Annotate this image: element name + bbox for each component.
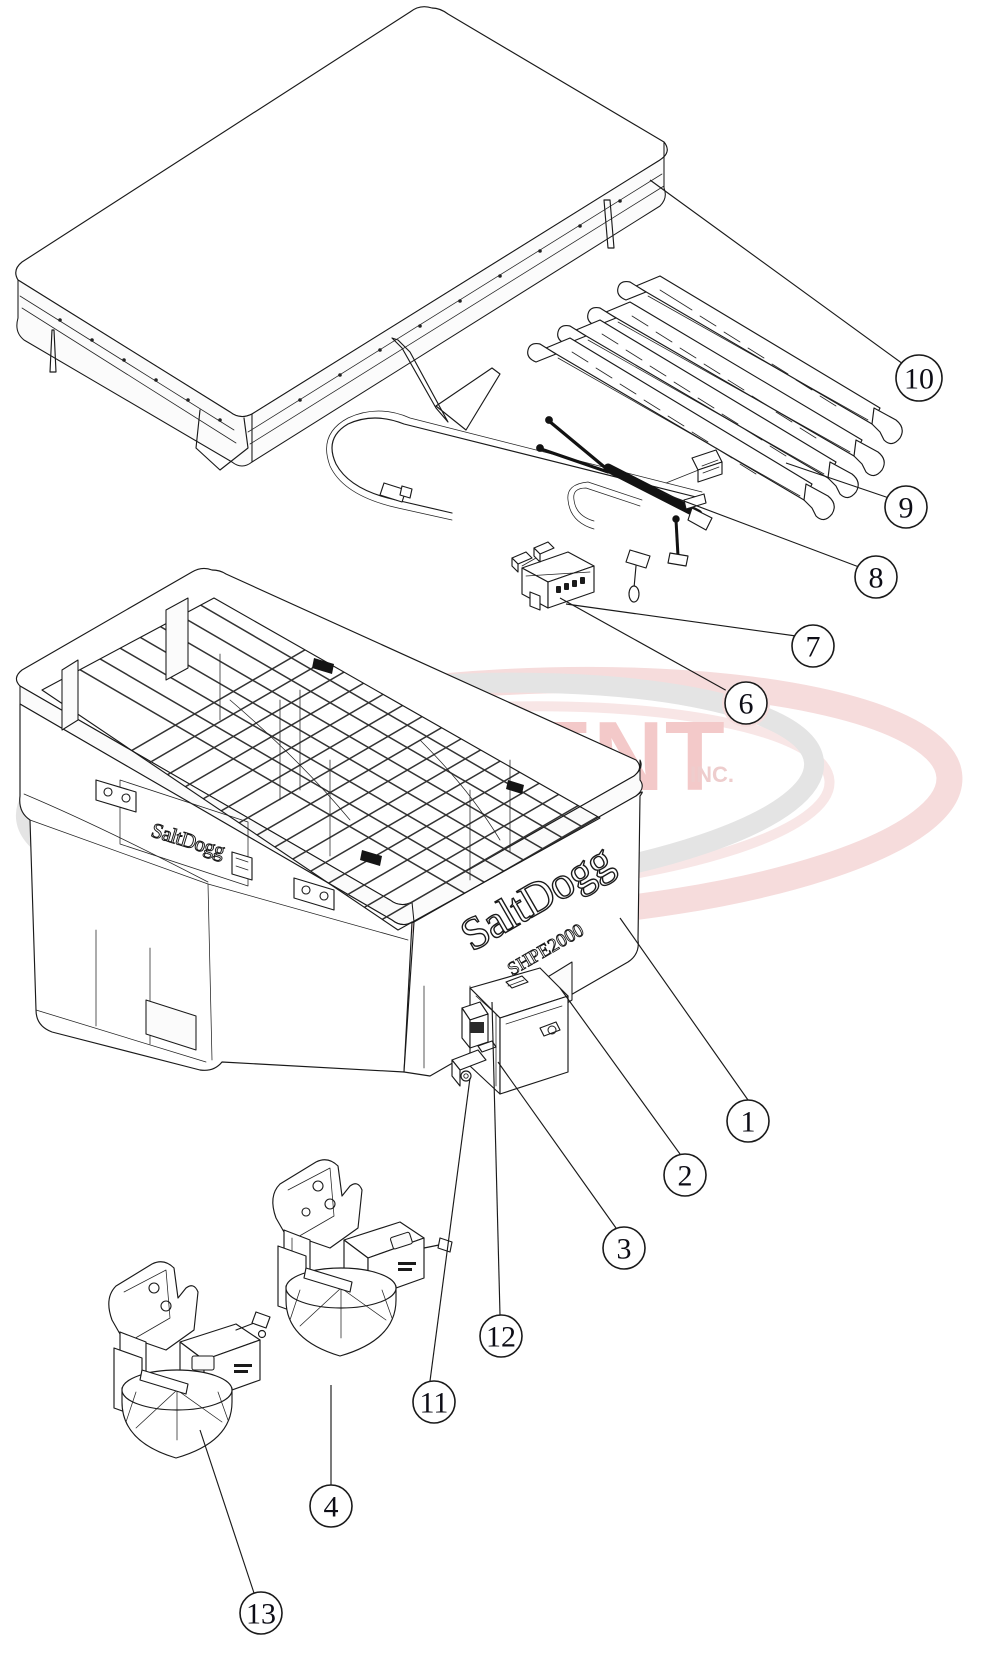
tarp-hem-rail-left2 bbox=[21, 307, 237, 444]
tarp-strap-d bbox=[195, 409, 249, 471]
callout-2[interactable]: 2 bbox=[559, 987, 707, 1197]
callout-13[interactable]: 13 bbox=[199, 1429, 283, 1635]
screen-support-posts bbox=[61, 597, 511, 881]
harness-branch-2 bbox=[539, 447, 610, 474]
callout-leader-8 bbox=[659, 491, 860, 568]
callout-4[interactable]: 4 bbox=[309, 1385, 353, 1528]
callout-6[interactable]: 6 bbox=[559, 597, 770, 727]
hopper-rim-edge-right bbox=[411, 759, 643, 923]
harness-relay-block bbox=[691, 449, 723, 483]
callout-leader-9 bbox=[785, 462, 890, 499]
callout-8[interactable]: 8 bbox=[659, 491, 898, 599]
harness-end-connector bbox=[379, 482, 407, 503]
tarp-strap-c bbox=[435, 367, 501, 431]
hopper-latch bbox=[231, 851, 253, 881]
callout-leader-7 bbox=[565, 603, 797, 637]
callout-label-6: 6 bbox=[739, 688, 754, 721]
callout-circle-9[interactable] bbox=[884, 485, 928, 529]
strap-group-4 bbox=[527, 337, 835, 521]
callout-circle-11[interactable] bbox=[412, 1380, 456, 1424]
tarp-left-band bbox=[16, 279, 253, 467]
callout-leader-13 bbox=[199, 1429, 255, 1594]
strap-group-3 bbox=[557, 319, 859, 499]
tarp-hem-rail-right2 bbox=[249, 185, 665, 445]
watermark-inc: INC. bbox=[690, 762, 734, 787]
callout-1[interactable]: 1 bbox=[619, 917, 770, 1143]
tarp-eyelets bbox=[58, 199, 622, 422]
hopper-hook-bracket-1 bbox=[95, 779, 137, 813]
screen-frame bbox=[41, 597, 601, 931]
callout-leader-11 bbox=[429, 1077, 471, 1382]
spinner-motor-label bbox=[398, 1262, 416, 1271]
callout-11[interactable]: 11 bbox=[412, 1077, 471, 1424]
callout-leader-12 bbox=[491, 1001, 501, 1316]
callout-label-3: 3 bbox=[617, 1233, 632, 1266]
spinner-alt-bracket bbox=[108, 1261, 199, 1351]
callout-label-12: 12 bbox=[486, 1321, 516, 1354]
callout-circle-3[interactable] bbox=[602, 1226, 646, 1270]
tarp-hem-rail-right bbox=[247, 173, 663, 433]
control-module-connector-b bbox=[533, 541, 555, 563]
spinner-bracket-yoke bbox=[272, 1159, 363, 1249]
tarp-strap-b bbox=[391, 337, 449, 423]
control-module-connector-a bbox=[511, 551, 533, 573]
hopper-front-panel bbox=[403, 791, 643, 1077]
hopper-hook-bracket-2 bbox=[293, 877, 335, 911]
callout-leader-10 bbox=[649, 179, 904, 365]
callout-circle-1[interactable] bbox=[726, 1099, 770, 1143]
callout-leader-6 bbox=[559, 597, 730, 693]
hopper-discharge-opening bbox=[145, 999, 197, 1051]
harness-cable-loop-2 bbox=[326, 410, 703, 521]
callout-circle-13[interactable] bbox=[239, 1591, 283, 1635]
callout-7[interactable]: 7 bbox=[565, 603, 835, 668]
callout-label-11: 11 bbox=[420, 1387, 449, 1420]
callout-circle-6[interactable] bbox=[724, 681, 768, 725]
callout-leader-2 bbox=[559, 987, 681, 1155]
callout-label-13: 13 bbox=[246, 1598, 276, 1631]
screen-clamp-3 bbox=[506, 780, 524, 794]
harness-trunk bbox=[603, 463, 703, 519]
control-module-plug bbox=[529, 591, 541, 611]
callout-circle-10[interactable] bbox=[895, 354, 943, 402]
callout-12[interactable]: 12 bbox=[479, 1001, 523, 1358]
callout-10[interactable]: 10 bbox=[649, 179, 943, 402]
callout-leader-1 bbox=[619, 917, 749, 1101]
screen-clamp-1 bbox=[312, 658, 334, 674]
callout-circle-12[interactable] bbox=[479, 1314, 523, 1358]
harness-cable-loop bbox=[331, 417, 701, 514]
tarp-strap-a bbox=[49, 329, 57, 373]
callout-circle-7[interactable] bbox=[791, 624, 835, 668]
callout-label-1: 1 bbox=[741, 1106, 756, 1139]
callout-circle-8[interactable] bbox=[854, 555, 898, 599]
strap-group-1 bbox=[617, 275, 903, 445]
callout-circle-2[interactable] bbox=[663, 1153, 707, 1197]
callout-leader-3 bbox=[497, 1061, 617, 1229]
screen-clamp-2 bbox=[360, 850, 382, 866]
callout-circle-4[interactable] bbox=[309, 1484, 353, 1528]
callout-label-4: 4 bbox=[324, 1491, 339, 1524]
control-module-side bbox=[547, 565, 595, 609]
callout-label-2: 2 bbox=[678, 1160, 693, 1193]
harness-branch-1 bbox=[547, 419, 610, 472]
tarp-hem-rail-left bbox=[19, 295, 235, 431]
tarp-strap-e bbox=[603, 199, 615, 249]
callout-label-7: 7 bbox=[806, 631, 821, 664]
strap-group-2 bbox=[587, 301, 885, 477]
callout-label-9: 9 bbox=[899, 492, 914, 525]
callout-label-8: 8 bbox=[869, 562, 884, 595]
callout-9[interactable]: 9 bbox=[785, 462, 928, 529]
callout-label-10: 10 bbox=[904, 363, 934, 396]
harness-pin-wire bbox=[674, 519, 680, 557]
control-module-ports bbox=[556, 577, 585, 593]
callout-3[interactable]: 3 bbox=[497, 1061, 646, 1270]
